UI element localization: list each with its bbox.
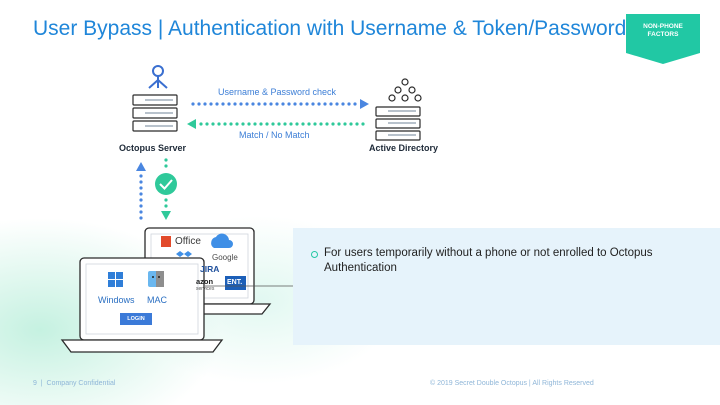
front-laptop	[62, 258, 222, 352]
bullet-text: For users temporarily without a phone or…	[324, 246, 704, 276]
office-icon	[161, 236, 171, 247]
octopus-logo-icon	[149, 66, 167, 88]
jira-label: JIRA	[200, 264, 219, 274]
ent-label: ENT.	[227, 279, 242, 286]
google-label: Google	[212, 253, 238, 262]
bullet-ring-icon	[311, 251, 318, 258]
footer-separator: |	[39, 380, 45, 387]
office-label: Office	[175, 236, 201, 247]
active-directory-tree-icon	[389, 79, 421, 101]
octopus-server-label: Octopus Server	[119, 143, 186, 153]
active-directory-label: Active Directory	[369, 143, 438, 153]
mac-label: MAC	[147, 295, 167, 305]
page-number: 9	[33, 380, 37, 387]
amazon-sub-label: services	[196, 286, 214, 292]
response-arrow	[187, 119, 365, 129]
mac-finder-icon	[148, 271, 164, 287]
check-circle-icon	[155, 173, 177, 195]
request-label: Username & Password check	[218, 87, 336, 97]
login-button[interactable]: LOGIN	[120, 313, 152, 325]
footer-copyright: © 2019 Secret Double Octopus | All Right…	[430, 380, 594, 387]
footer-confidential: Company Confidential	[47, 380, 116, 387]
amazon-label: azon	[196, 277, 213, 286]
octopus-server-icon	[133, 95, 177, 131]
response-label: Match / No Match	[239, 130, 310, 140]
active-directory-server-icon	[376, 107, 420, 140]
request-arrow	[191, 99, 369, 109]
client-to-server-arrow	[136, 162, 146, 220]
footer-left: 9 | Company Confidential	[33, 380, 115, 387]
windows-label: Windows	[98, 295, 135, 305]
